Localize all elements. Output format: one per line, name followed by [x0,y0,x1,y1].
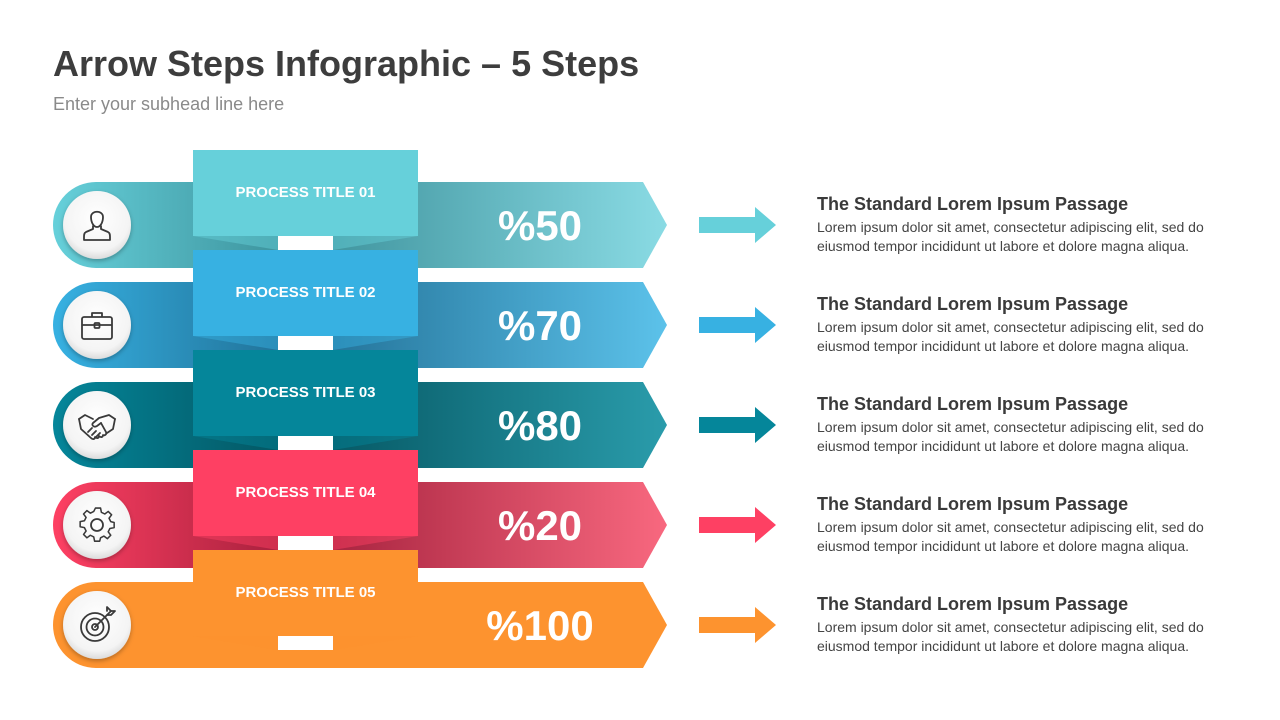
process-title: PROCESS TITLE 03 [235,384,375,401]
process-title-ribbon-5: PROCESS TITLE 05 [193,550,418,650]
step-icon-button [63,191,131,259]
step-description-3: The Standard Lorem Ipsum Passage Lorem i… [817,392,1257,456]
step-icon-button [63,591,131,659]
page-title: Arrow Steps Infographic – 5 Steps [53,43,640,84]
step-description-5: The Standard Lorem Ipsum Passage Lorem i… [817,592,1257,656]
process-title: PROCESS TITLE 01 [235,184,375,201]
step-percent: %70 [498,302,582,349]
step-percent: %50 [498,202,582,249]
step-icon-button [63,291,131,359]
step-percent: %100 [486,602,593,649]
process-title-ribbon-3: PROCESS TITLE 03 [193,350,418,450]
process-title: PROCESS TITLE 02 [235,284,375,301]
step-arrow-icon [699,607,776,643]
step-description-body: Lorem ipsum dolor sit amet, consectetur … [817,519,1204,554]
step-description-body: Lorem ipsum dolor sit amet, consectetur … [817,219,1204,254]
step-arrow-icon [699,207,776,243]
process-title-ribbon-1: PROCESS TITLE 01 [193,150,418,250]
page-subhead: Enter your subhead line here [53,94,285,114]
process-title-ribbon-2: PROCESS TITLE 02 [193,250,418,350]
step-percent: %80 [498,402,582,449]
step-description-body: Lorem ipsum dolor sit amet, consectetur … [817,619,1204,654]
step-description-title: The Standard Lorem Ipsum Passage [817,294,1129,314]
step-arrow-icon [699,407,776,443]
step-description-1: The Standard Lorem Ipsum Passage Lorem i… [817,192,1257,256]
process-title: PROCESS TITLE 05 [235,584,375,601]
step-description-title: The Standard Lorem Ipsum Passage [817,594,1129,614]
step-description-title: The Standard Lorem Ipsum Passage [817,194,1129,214]
process-title-ribbon-4: PROCESS TITLE 04 [193,450,418,550]
step-description-title: The Standard Lorem Ipsum Passage [817,494,1129,514]
step-description-body: Lorem ipsum dolor sit amet, consectetur … [817,419,1204,454]
step-icon-button [63,491,131,559]
step-arrow-icon [699,507,776,543]
step-description-4: The Standard Lorem Ipsum Passage Lorem i… [817,492,1257,556]
step-description-title: The Standard Lorem Ipsum Passage [817,394,1129,414]
step-description-2: The Standard Lorem Ipsum Passage Lorem i… [817,292,1257,356]
step-arrow-icon [699,307,776,343]
step-percent: %20 [498,502,582,549]
step-icon-button [63,391,131,459]
step-description-body: Lorem ipsum dolor sit amet, consectetur … [817,319,1204,354]
process-title: PROCESS TITLE 04 [235,484,376,501]
